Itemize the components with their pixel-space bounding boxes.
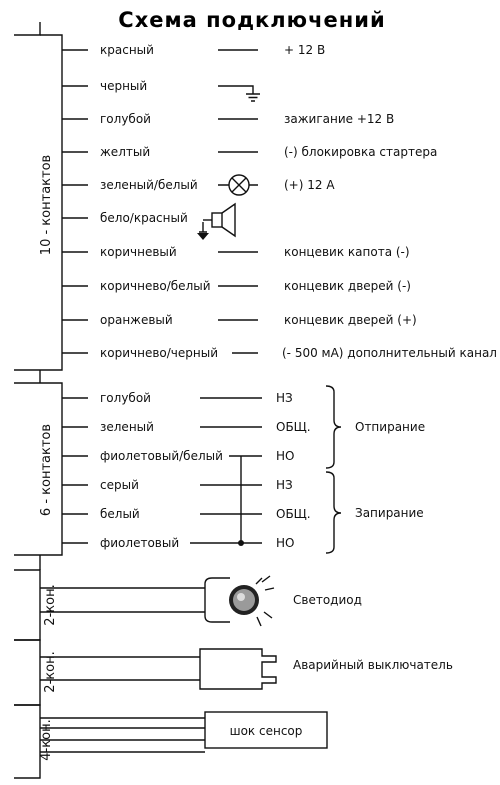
connector-label: 6 - контактов: [39, 424, 54, 516]
wire-color-label: оранжевый: [100, 313, 173, 327]
junction-dot: [238, 540, 244, 546]
wire-contact-label: НЗ: [276, 478, 293, 492]
wire-function-label: зажигание +12 В: [284, 112, 394, 126]
wire-function-label: концевик дверей (+): [284, 313, 417, 327]
ground-icon: [246, 93, 260, 102]
wire-color-label: красный: [100, 43, 154, 57]
wire-row: белый ОБЩ.: [62, 507, 311, 521]
wire-function-label: (-) блокировка стартера: [284, 145, 437, 159]
wire-color-label: фиолетовый: [100, 536, 179, 550]
wire-row: желтый (-) блокировка стартера: [62, 145, 437, 159]
wire-function-label: концевик дверей (-): [284, 279, 411, 293]
wire-color-label: зеленый/белый: [100, 178, 198, 192]
wire-color-label: коричнево/черный: [100, 346, 218, 360]
connector-label: 4-кон.: [39, 719, 54, 760]
group-label: Отпирание: [355, 420, 425, 434]
wire-contact-label: НО: [276, 449, 294, 463]
wire-color-label: белый: [100, 507, 140, 521]
speaker-icon: [197, 202, 236, 240]
wire-row: голубой зажигание +12 В: [62, 112, 394, 126]
wire-color-label: коричнево/белый: [100, 279, 211, 293]
wire-function-label: (- 500 мА) дополнительный канал: [282, 346, 497, 360]
wire-function-label: + 12 В: [284, 43, 325, 57]
device-label: Светодиод: [293, 593, 362, 607]
wire-function-label: (+) 12 А: [284, 178, 335, 192]
sensor-box-icon: [204, 711, 328, 749]
wire-row: бело/красный: [62, 202, 236, 240]
wire-row: коричнево/черный (- 500 мА) дополнительн…: [62, 346, 497, 360]
wire-row: коричнево/белый концевик дверей (-): [62, 279, 411, 293]
connector-label: 2-кон.: [43, 651, 58, 692]
wire-row: фиолетовый НО: [62, 536, 294, 550]
wire-contact-label: ОБЩ.: [276, 420, 311, 434]
brace-unlock: Отпирание: [325, 385, 425, 469]
connector-2-pin-led: 2-кон.: [14, 569, 205, 641]
wire-color-label: бело/красный: [100, 211, 188, 225]
connector-6-pin: 6 - контактов: [14, 382, 63, 570]
wire-color-label: черный: [100, 79, 147, 93]
connector-10-pin: 10 - контактов: [14, 22, 63, 383]
connector-2-pin-switch: 2-кон.: [14, 639, 200, 706]
device-label: Аварийный выключатель: [293, 658, 453, 672]
wire-row: коричневый концевик капота (-): [62, 245, 410, 259]
wire-contact-label: ОБЩ.: [276, 507, 311, 521]
connector-label: 10 - контактов: [39, 155, 54, 255]
wire-color-label: фиолетовый/белый: [100, 449, 223, 463]
device-label: шок сенсор: [230, 724, 303, 738]
wire-function-label: концевик капота (-): [284, 245, 410, 259]
wire-row: голубой НЗ: [62, 391, 293, 405]
wire-row: зеленый ОБЩ.: [62, 420, 311, 434]
connector-4-pin-sensor: 4-кон.: [14, 704, 205, 779]
wire-contact-label: НЗ: [276, 391, 293, 405]
wire-row: фиолетовый/белый НО: [62, 449, 294, 463]
wire-row: зеленый/белый (+) 12 А: [62, 174, 335, 196]
wire-color-label: желтый: [100, 145, 150, 159]
wire-contact-label: НО: [276, 536, 294, 550]
lamp-icon: [228, 174, 250, 196]
wire-row: серый НЗ: [62, 478, 293, 492]
page-title: Схема подключений: [118, 8, 385, 32]
switch-plug-icon: [199, 648, 277, 690]
group-label: Запирание: [355, 506, 424, 520]
wire-color-label: зеленый: [100, 420, 154, 434]
wire-row: оранжевый концевик дверей (+): [62, 313, 417, 327]
wire-row: красный + 12 В: [62, 43, 325, 57]
connector-label: 2-кон.: [43, 584, 58, 625]
wire-row: черный: [62, 79, 260, 102]
wire-color-label: голубой: [100, 391, 151, 405]
led-icon: [204, 575, 275, 627]
brace-lock: Запирание: [325, 471, 424, 554]
wire-color-label: голубой: [100, 112, 151, 126]
wire-color-label: коричневый: [100, 245, 177, 259]
wire-color-label: серый: [100, 478, 139, 492]
jumper-wire: [238, 456, 244, 546]
